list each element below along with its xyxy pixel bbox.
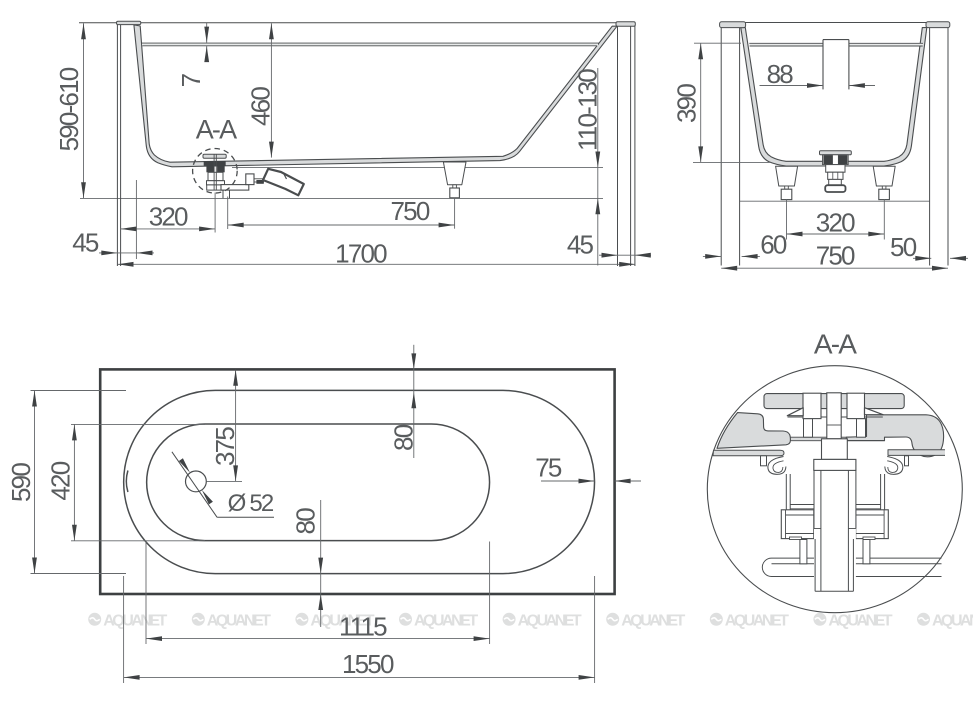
svg-text:390: 390 bbox=[672, 84, 702, 123]
svg-text:420: 420 bbox=[46, 461, 76, 500]
svg-text:45: 45 bbox=[567, 230, 594, 260]
svg-text:1550: 1550 bbox=[342, 649, 394, 679]
svg-text:AQUANET: AQUANET bbox=[828, 612, 892, 629]
svg-text:AQUANET: AQUANET bbox=[621, 612, 685, 629]
svg-text:590: 590 bbox=[6, 463, 36, 502]
svg-text:AQUANET: AQUANET bbox=[310, 612, 374, 629]
svg-text:AQUANET: AQUANET bbox=[414, 612, 478, 629]
svg-text:50: 50 bbox=[890, 232, 917, 262]
svg-text:460: 460 bbox=[246, 87, 276, 126]
svg-text:110-130: 110-130 bbox=[573, 69, 603, 151]
svg-text:A-A: A-A bbox=[814, 328, 857, 359]
svg-text:1700: 1700 bbox=[335, 238, 387, 268]
svg-text:750: 750 bbox=[391, 196, 430, 226]
svg-text:Ø 52: Ø 52 bbox=[228, 490, 274, 517]
svg-text:AQUANET: AQUANET bbox=[932, 612, 973, 629]
svg-text:AQUANET: AQUANET bbox=[725, 612, 789, 629]
svg-text:1115: 1115 bbox=[339, 612, 387, 642]
svg-text:88: 88 bbox=[767, 59, 794, 89]
svg-text:75: 75 bbox=[535, 453, 562, 483]
svg-text:AQUANET: AQUANET bbox=[207, 612, 271, 629]
svg-text:7: 7 bbox=[176, 73, 206, 87]
svg-text:AQUANET: AQUANET bbox=[103, 612, 167, 629]
svg-text:375: 375 bbox=[210, 427, 240, 466]
svg-text:80: 80 bbox=[291, 508, 321, 535]
svg-text:590-610: 590-610 bbox=[54, 67, 84, 151]
svg-text:750: 750 bbox=[816, 240, 855, 270]
svg-text:A-A: A-A bbox=[196, 115, 237, 145]
svg-text:45: 45 bbox=[72, 227, 99, 257]
svg-text:320: 320 bbox=[149, 201, 188, 231]
svg-text:AQUANET: AQUANET bbox=[518, 612, 582, 629]
svg-text:60: 60 bbox=[760, 230, 787, 260]
svg-text:80: 80 bbox=[389, 424, 419, 451]
svg-text:320: 320 bbox=[816, 207, 855, 237]
